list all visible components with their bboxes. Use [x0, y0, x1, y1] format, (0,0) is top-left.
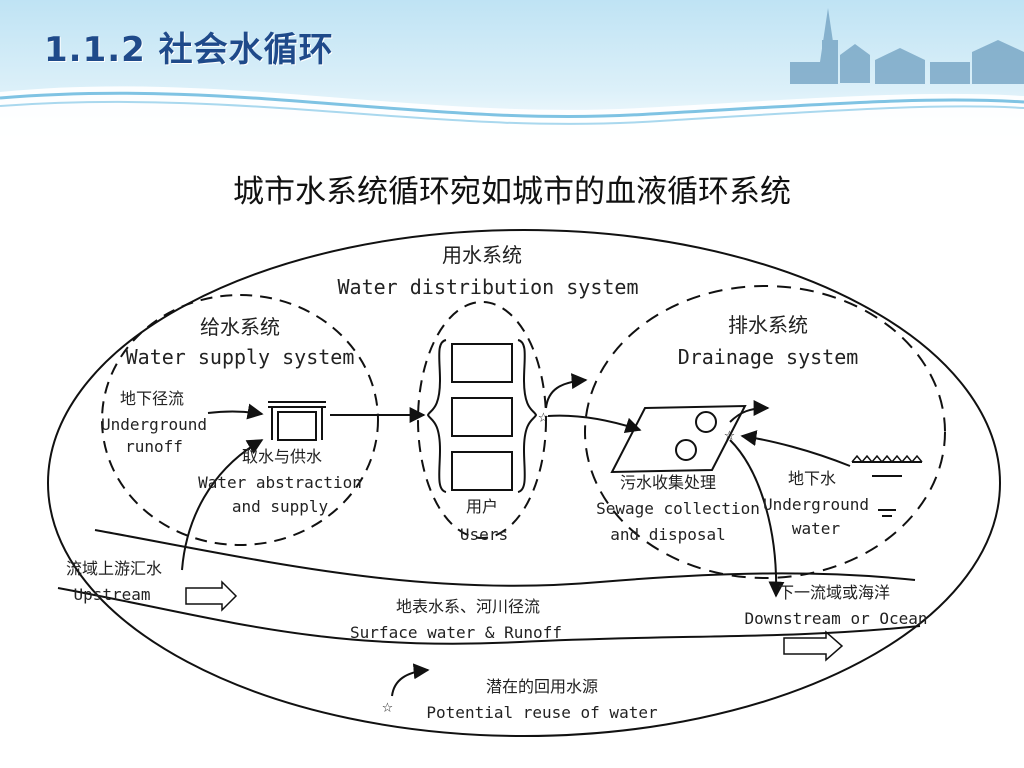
sewage-to-downstream-arrow — [729, 439, 785, 598]
reuse-en: Potential reuse of water — [426, 703, 658, 722]
users-overflow-arrow — [545, 373, 588, 409]
supply-label-zh: 给水系统 — [200, 315, 280, 339]
slide-subtitle: 城市水系统循环宛如城市的血液循环系统 — [233, 174, 791, 210]
groundwater-to-sewage-arrow — [740, 430, 851, 467]
drainage-label-en: Drainage system — [678, 345, 859, 369]
header-banner — [0, 0, 1024, 150]
right-brace — [517, 339, 538, 493]
reuse-zh: 潜在的回用水源 — [486, 677, 598, 696]
sewage-overflow-arrow — [729, 400, 770, 423]
slide-title: 1.1.2 社会水循环 — [44, 30, 334, 70]
left-brace — [426, 339, 447, 493]
distribution-system-boundary — [417, 301, 547, 539]
runoff-to-plant-arrow — [207, 403, 264, 420]
sewage-tank-icon — [610, 404, 747, 474]
users-to-drainage-arrow — [547, 414, 642, 434]
ground-water-icon — [851, 454, 923, 517]
river-upper-bank — [94, 529, 916, 587]
underground-water-en-line1: Underground — [763, 495, 869, 514]
outer-boundary — [47, 229, 1001, 737]
drainage-system-boundary — [584, 285, 946, 579]
underground-runoff-en-line2: runoff — [125, 437, 183, 456]
drainage-label-zh: 排水系统 — [728, 313, 808, 337]
water-plant-icon — [268, 401, 326, 441]
distribution-label-zh: 用水系统 — [442, 243, 522, 267]
sewage-en-line2: and disposal — [610, 525, 726, 544]
surface-water-zh: 地表水系、河川径流 — [396, 597, 540, 616]
river-to-plant-arrow — [181, 439, 264, 571]
users-zh: 用户 — [466, 497, 498, 516]
sewage-zh: 污水收集处理 — [620, 473, 716, 492]
upstream-flow-arrow-icon — [185, 580, 238, 612]
underground-water-zh: 地下水 — [788, 469, 836, 488]
upstream-en: Upstream — [73, 585, 150, 604]
surface-water-en: Surface water & Runoff — [350, 623, 562, 642]
downstream-flow-arrow-icon — [783, 630, 844, 662]
reuse-arrow — [391, 663, 430, 697]
supply-system-boundary — [101, 294, 379, 546]
underground-runoff-zh: 地下径流 — [120, 389, 184, 408]
distribution-label-en: Water distribution system — [337, 275, 638, 299]
underground-runoff-en-line1: Underground — [101, 415, 207, 434]
water-cycle-diagram: ☆ ☆ ☆ 用水系统 Water distribution system 给水系… — [47, 229, 1001, 737]
users-buildings-icon — [451, 343, 513, 491]
abstraction-zh: 取水与供水 — [242, 447, 322, 466]
sewage-en-line1: Sewage collection — [596, 499, 760, 518]
abstraction-en-line1: Water abstraction — [198, 473, 362, 492]
river-lower-bank — [57, 587, 921, 645]
reuse-star-icon: ☆ — [382, 696, 393, 717]
downstream-en: Downstream or Ocean — [744, 609, 927, 628]
upstream-zh: 流域上游汇水 — [66, 559, 162, 578]
downstream-zh: 下一流域或海洋 — [778, 583, 890, 602]
users-outlet-star-icon: ☆ — [538, 406, 549, 427]
underground-water-en-line2: water — [792, 519, 841, 538]
supply-label-en: Water supply system — [126, 345, 355, 369]
town-silhouette-icon — [790, 8, 1024, 84]
abstraction-en-line2: and supply — [232, 497, 329, 516]
users-en: Users — [460, 525, 508, 544]
sewage-outlet-star-icon: ☆ — [724, 424, 735, 445]
